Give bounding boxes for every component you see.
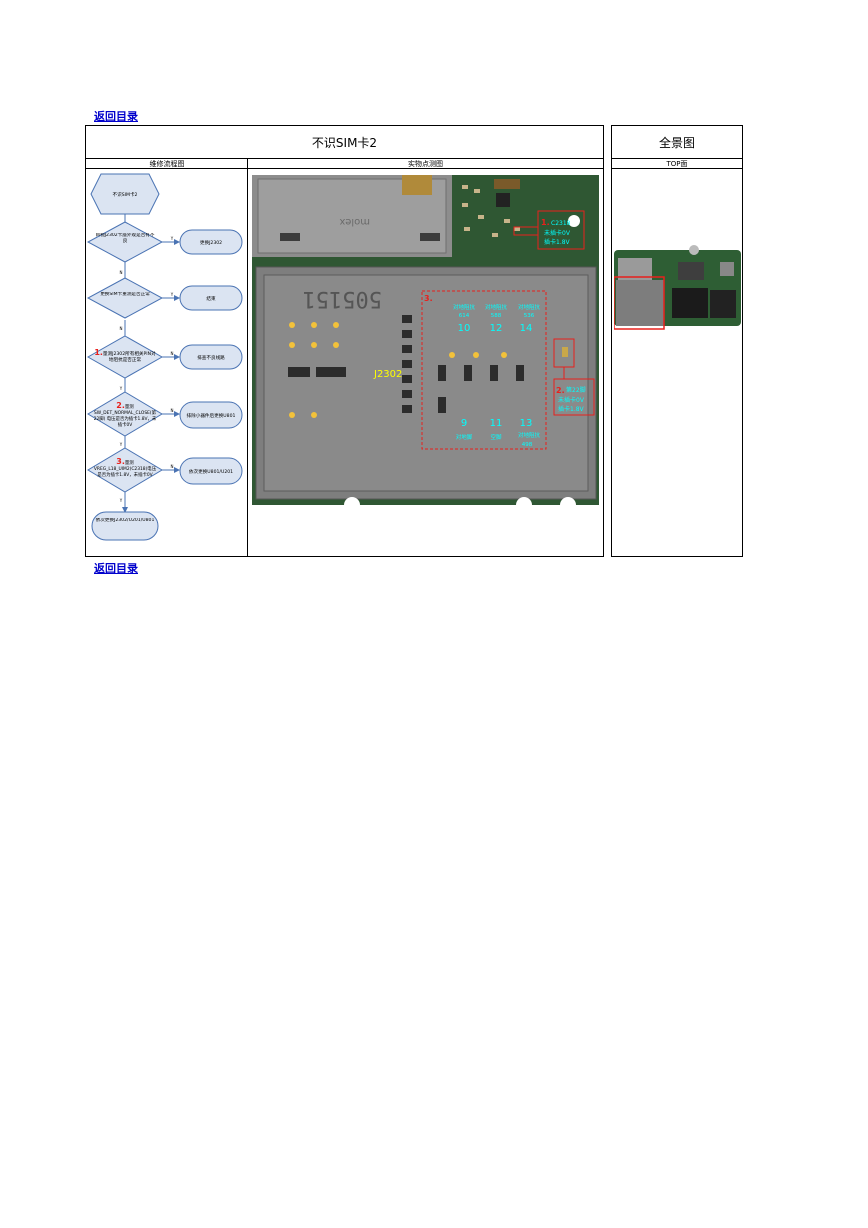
pcb-photo: molex 505151 J2302	[252, 175, 599, 505]
back-to-contents-link-top[interactable]: 返回目录	[94, 110, 138, 123]
yes-label: Y	[170, 236, 174, 241]
yes-label: Y	[170, 292, 174, 297]
pin9-label: 对地脚	[456, 433, 473, 441]
yes-label: Y	[119, 386, 123, 391]
box3-number: 3.	[424, 294, 433, 303]
pin10-number: 10	[458, 323, 471, 334]
pin14-value: 536	[524, 313, 535, 319]
connector-label-j2302: J2302	[373, 369, 402, 380]
box2-line3: 插卡1.8V	[558, 405, 585, 413]
yes-label: Y	[119, 442, 123, 447]
pin12-label: 对地阻抗	[485, 303, 508, 311]
overview-title: 全景图	[612, 126, 742, 159]
box1-number: 1.	[541, 218, 550, 227]
pin10-label: 对地阻抗	[453, 303, 476, 311]
no-label: N	[171, 464, 174, 469]
flow-r5-text: 依次更换U801/U201	[189, 468, 233, 475]
col-photo-header: 实物点测图	[248, 159, 603, 169]
top-side-header: TOP面	[612, 159, 742, 169]
flow-d5-text: 量测VREG_L18_UIM2(C2318)电压是否为插卡1.8V，未插卡0V	[93, 461, 157, 479]
box1-line2: 未插卡0V	[544, 229, 571, 237]
box1-line3: 插卡1.8V	[544, 238, 571, 246]
board-overview-photo	[613, 244, 741, 330]
column-divider	[247, 159, 248, 556]
pin14-number: 14	[520, 323, 533, 334]
yes-label: Y	[119, 498, 123, 503]
repair-flowchart: 不识SIM卡2 目视J2302卡座外观是否有不良 更换SIM卡重测是否正常 1.…	[86, 173, 243, 541]
pin9-number: 9	[461, 418, 467, 429]
main-table-title: 不识SIM卡2	[86, 126, 603, 159]
flow-r2-text: 结束	[206, 295, 216, 302]
flow-r4-text: 排除小器件后更换U801	[187, 412, 236, 419]
flow-r3-text: 排查不良线路	[197, 354, 225, 361]
flow-d5-num: 3.	[116, 457, 125, 466]
no-label: N	[171, 408, 174, 413]
pin10-value: 614	[459, 313, 470, 319]
molex-print: molex	[339, 216, 370, 227]
box2-line2: 未插卡0V	[558, 396, 585, 404]
pin14-label: 对地阻抗	[518, 303, 541, 311]
box2-number: 2.	[556, 386, 565, 395]
pin12-value: 588	[491, 313, 502, 319]
flow-end-text: 依次更换J2302/U201/U801	[95, 518, 155, 523]
overview-table: 全景图 TOP面	[611, 125, 743, 557]
no-label: N	[171, 351, 174, 356]
flow-d4-text: 量测SW_DET_NORMAL_CLOSE(第22脚) 电压是否为插卡1.8V，…	[93, 405, 157, 428]
pin13-label: 对地阻抗	[518, 431, 541, 439]
flow-d2-text: 更换SIM卡重测是否正常	[100, 292, 150, 297]
box2-line1: 第22脚	[566, 386, 586, 394]
flow-d3-num: 1.	[94, 348, 103, 357]
col-flow-header: 维修流程图	[86, 159, 248, 169]
flow-start-text: 不识SIM卡2	[113, 191, 138, 198]
pin13-value: 498	[522, 442, 533, 448]
flow-start	[90, 173, 160, 215]
no-label: N	[120, 326, 123, 331]
pin13-number: 13	[520, 418, 533, 429]
flow-d1-text: 目视J2302卡座外观是否有不良	[95, 233, 155, 244]
box1-line1: C2318	[551, 220, 571, 227]
pin11-label: 空脚	[490, 433, 502, 441]
pin12-number: 12	[490, 323, 503, 334]
flow-d4-num: 2.	[116, 401, 125, 410]
pin11-number: 11	[490, 418, 503, 429]
flow-d3-text: 量测J2302所有相关PIN对地阻抗是否正常	[102, 352, 156, 364]
flow-r1-text: 更换J2302	[200, 239, 222, 246]
board-print: 505151	[303, 286, 382, 311]
back-to-contents-link-bottom[interactable]: 返回目录	[94, 562, 138, 575]
no-label: N	[120, 270, 123, 275]
